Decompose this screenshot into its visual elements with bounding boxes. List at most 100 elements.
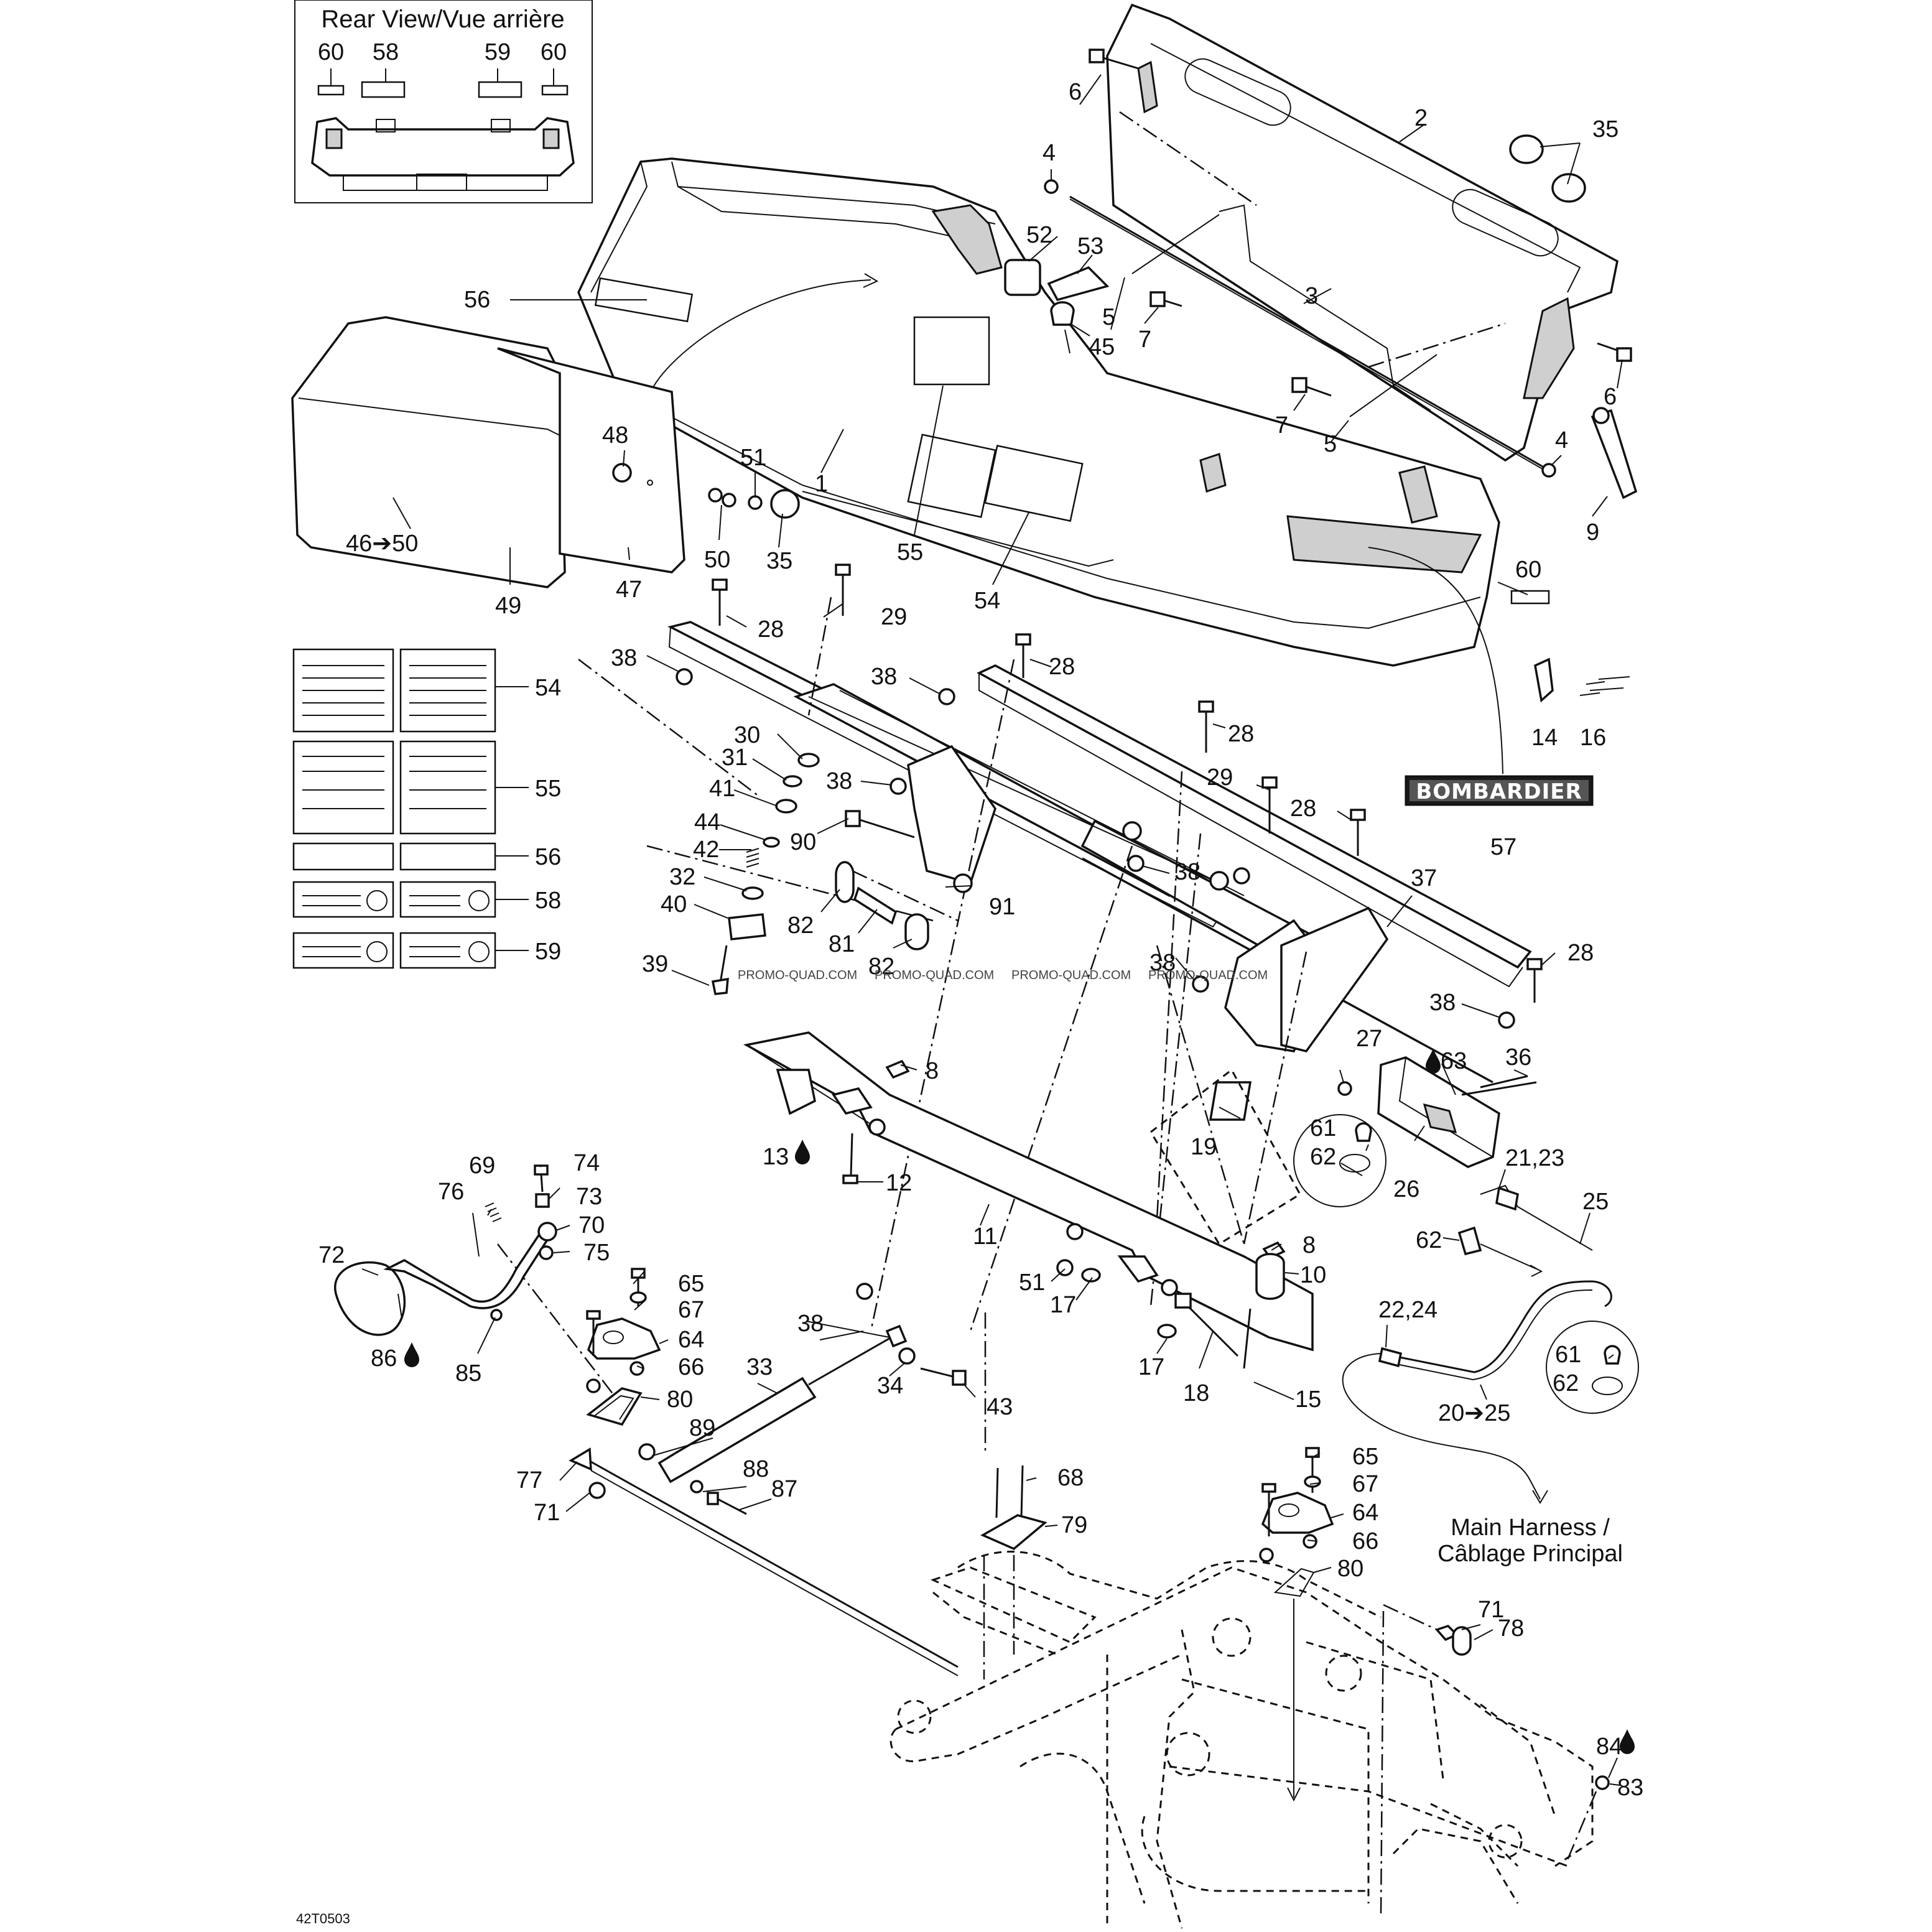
callout-73: 73 xyxy=(576,1184,602,1210)
callout-71-right: 71 xyxy=(1478,1597,1504,1623)
backrest-pad xyxy=(291,316,685,588)
callout-55-sheet: 55 xyxy=(535,776,561,802)
callout-38-g: 38 xyxy=(797,1311,824,1337)
callout-62-middle: 62 xyxy=(1416,1227,1442,1253)
bushing-82-right xyxy=(904,913,929,950)
callout-59: 59 xyxy=(535,939,561,965)
mount-right xyxy=(1259,1447,1334,1597)
callout-25: 25 xyxy=(1582,1189,1609,1215)
callout-63: 63 xyxy=(1441,1048,1467,1074)
bolt-18 xyxy=(1184,1303,1239,1357)
inset-decal-60-right xyxy=(541,85,569,96)
callout-61-upper: 61 xyxy=(1310,1115,1336,1141)
callout-90: 90 xyxy=(790,829,816,855)
callout-55-decal: 55 xyxy=(897,539,923,565)
callout-54-decal: 54 xyxy=(974,588,1000,614)
callout-28-d: 28 xyxy=(1290,796,1316,822)
callout-82-left: 82 xyxy=(787,913,814,939)
rivet-15 xyxy=(1243,1308,1252,1369)
callout-38-b: 38 xyxy=(871,664,897,690)
plug-45 xyxy=(1050,301,1075,326)
callout-79: 79 xyxy=(1061,1512,1087,1538)
support-frame xyxy=(667,621,1532,1084)
callout-41: 41 xyxy=(709,776,735,802)
callout-64-right: 64 xyxy=(1352,1500,1378,1526)
callout-61-lower: 61 xyxy=(1555,1342,1581,1368)
tailgate xyxy=(1106,3,1619,462)
callout-54-sheet: 54 xyxy=(535,675,561,701)
callout-14: 14 xyxy=(1531,725,1558,751)
cap-35-b xyxy=(1551,173,1586,203)
callout-17-left: 17 xyxy=(1050,1292,1076,1318)
callout-28-a: 28 xyxy=(758,616,784,643)
screws-16 xyxy=(1579,676,1630,696)
sleeve-81 xyxy=(853,886,898,925)
callout-2: 2 xyxy=(1414,105,1428,131)
callout-8-right: 8 xyxy=(1303,1232,1316,1258)
callout-56-decal: 56 xyxy=(464,287,490,313)
callout-47: 47 xyxy=(616,577,642,603)
callout-18: 18 xyxy=(1183,1380,1209,1406)
taillight-26 xyxy=(1337,1056,1537,1168)
callout-91: 91 xyxy=(989,894,1015,920)
nut-4-right xyxy=(1541,463,1556,478)
callout-45: 45 xyxy=(1089,334,1115,360)
callout-38-a: 38 xyxy=(611,645,637,671)
brand-decal-text: BOMBARDIER xyxy=(1416,779,1582,804)
callout-38-d: 38 xyxy=(1174,859,1201,885)
callout-84: 84 xyxy=(1596,1734,1622,1760)
callout-51-top: 51 xyxy=(740,445,766,471)
callout-35-knob: 35 xyxy=(766,548,792,574)
callout-85: 85 xyxy=(455,1360,481,1386)
callout-7-lower: 7 xyxy=(1275,412,1288,439)
gas-spring-33 xyxy=(638,1324,967,1515)
callout-15: 15 xyxy=(1295,1386,1321,1413)
callout-35-top: 35 xyxy=(1592,116,1619,142)
callout-31: 31 xyxy=(722,745,748,771)
callout-39: 39 xyxy=(642,951,668,977)
callout-48: 48 xyxy=(602,422,628,448)
callout-80-left: 80 xyxy=(667,1386,693,1413)
callout-17-right: 17 xyxy=(1138,1354,1164,1380)
grommet-62 xyxy=(1457,1226,1482,1256)
callout-62-lower: 62 xyxy=(1553,1370,1579,1396)
inset-decal-60-left xyxy=(317,85,345,96)
callout-4-right: 4 xyxy=(1555,427,1568,453)
callout-44: 44 xyxy=(694,809,720,835)
callout-32: 32 xyxy=(669,864,695,890)
inset-box-rear-view xyxy=(311,117,575,177)
callout-5-lower: 5 xyxy=(1324,431,1337,457)
callout-51-lower: 51 xyxy=(1019,1270,1045,1296)
watermark-2: PROMO-QUAD.COM xyxy=(875,968,994,982)
callout-78: 78 xyxy=(1498,1615,1524,1642)
harness xyxy=(1393,1280,1612,1373)
thread-locker-drop-icons xyxy=(404,1049,1635,1754)
pins-68 xyxy=(995,1467,999,1518)
callout-89: 89 xyxy=(689,1415,715,1441)
callout-71-left: 71 xyxy=(534,1500,560,1526)
callout-29-b: 29 xyxy=(1207,764,1233,791)
callout-38-f: 38 xyxy=(1429,990,1456,1016)
callout-50: 50 xyxy=(704,547,730,573)
callout-10: 10 xyxy=(1300,1262,1326,1288)
callout-20-25: 20➔25 xyxy=(1438,1400,1510,1426)
callout-70: 70 xyxy=(578,1212,605,1238)
callout-49: 49 xyxy=(495,593,521,619)
callout-87: 87 xyxy=(771,1476,797,1502)
callout-43: 43 xyxy=(987,1394,1013,1420)
callout-53: 53 xyxy=(1077,233,1103,259)
callout-75: 75 xyxy=(583,1240,610,1266)
cargo-box xyxy=(577,157,1500,667)
callout-60: 60 xyxy=(1515,557,1541,583)
callout-9: 9 xyxy=(1586,519,1599,546)
main-harness-note-line1: Main Harness / xyxy=(1451,1515,1610,1541)
callout-86: 86 xyxy=(371,1345,397,1372)
callout-27: 27 xyxy=(1356,1026,1382,1052)
nut-91 xyxy=(953,873,973,893)
inset-callout-60-right: 60 xyxy=(541,39,567,65)
callout-52: 52 xyxy=(1026,222,1052,248)
bump-stop-stack xyxy=(711,753,820,995)
bumper-10 xyxy=(1255,1253,1285,1300)
callout-38-c: 38 xyxy=(826,768,852,794)
clip-8-top xyxy=(885,1059,910,1079)
